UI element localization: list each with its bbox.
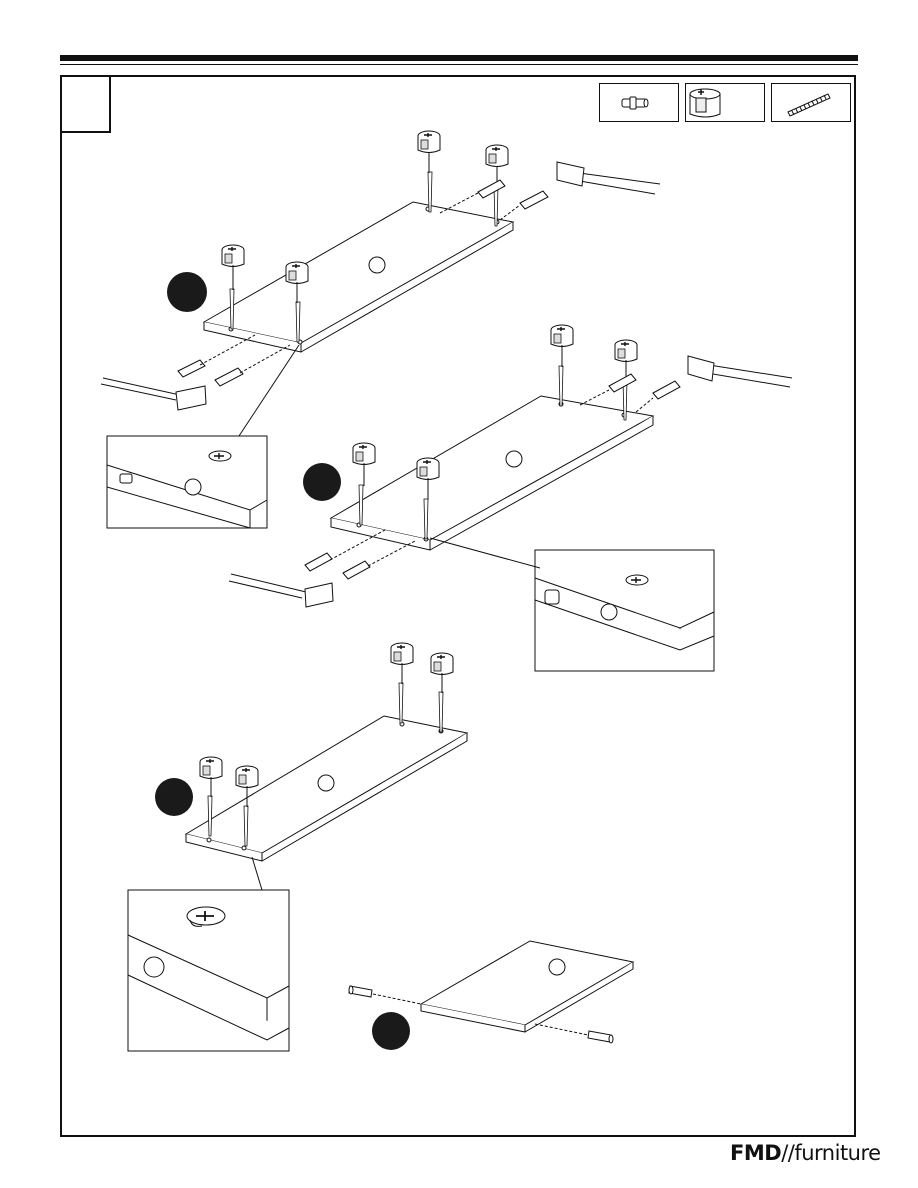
brand-light: //furniture xyxy=(781,1141,880,1165)
brand-logo: FMD//furniture xyxy=(730,1141,881,1165)
panel-2 xyxy=(331,396,653,550)
callout-4 xyxy=(372,1012,410,1050)
detail-view-1 xyxy=(107,345,299,528)
callout-3 xyxy=(155,778,193,816)
detail-view-2 xyxy=(430,538,714,671)
callout-1 xyxy=(167,272,207,312)
panel-4 xyxy=(421,941,633,1032)
detail-view-3 xyxy=(128,857,289,1051)
panel-1 xyxy=(204,202,513,352)
brand-bold: FMD xyxy=(730,1141,781,1165)
panel-3 xyxy=(186,716,467,861)
callout-2 xyxy=(303,463,341,501)
